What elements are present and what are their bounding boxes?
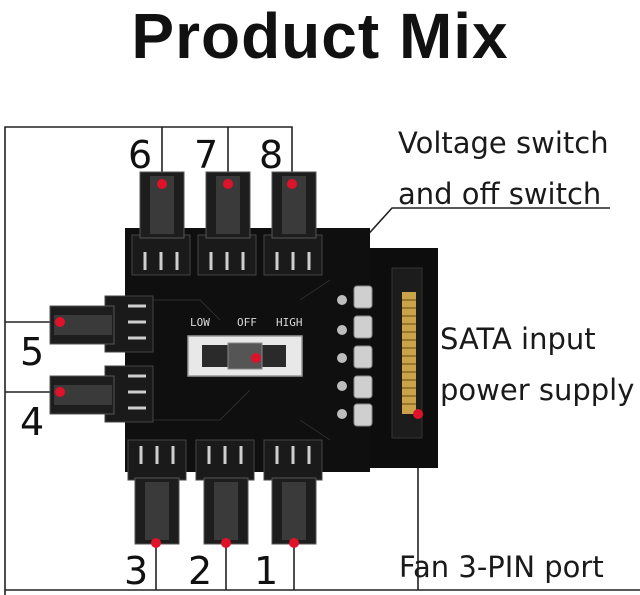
header-port-4 [49,365,154,423]
port-number-3: 3 [124,549,149,593]
marker-port-6 [157,179,167,189]
sata-label-line1: SATA input [440,322,596,356]
fan-port-label: Fan 3-PIN port [399,550,604,584]
port-number-5: 5 [20,330,45,374]
switch-label-high: HIGH [276,316,303,329]
header-port-5 [49,295,154,353]
header-port-8 [263,171,323,276]
port-number-1: 1 [254,549,279,593]
port-number-7: 7 [194,133,219,177]
sata-pins [402,299,416,405]
marker-sata [413,409,423,419]
frame-line [4,126,293,595]
marker-port-4 [55,387,65,397]
pcb-traces [150,279,331,441]
port-number-2: 2 [188,549,213,593]
marker-port-1 [289,538,299,548]
port-number-8: 8 [259,133,284,177]
sata-slot-inner [402,292,416,414]
markers [55,179,423,548]
switch-label-low: LOW [190,316,210,329]
voltage-switch-label-line2: and off switch [398,177,602,211]
switch-label-off: OFF [237,316,257,329]
header-port-3 [127,439,187,545]
header-port-1 [263,439,323,545]
marker-port-2 [221,538,231,548]
voltage-switch-label-line1: Voltage switch [398,126,609,160]
marker-port-5 [55,317,65,327]
marker-port-7 [223,179,233,189]
bottom-headers [127,439,323,545]
marker-port-8 [287,179,297,189]
header-port-2 [195,439,255,545]
solder-pads [337,295,347,419]
page-title: Product Mix [131,0,509,72]
marker-voltage-switch [251,353,261,363]
sata-leads [353,285,373,427]
header-port-6 [131,171,191,276]
marker-port-3 [151,538,161,548]
port-number-4: 4 [20,400,45,444]
sata-label-line2: power supply [440,373,635,407]
top-headers [131,171,323,276]
port-number-6: 6 [128,133,153,177]
